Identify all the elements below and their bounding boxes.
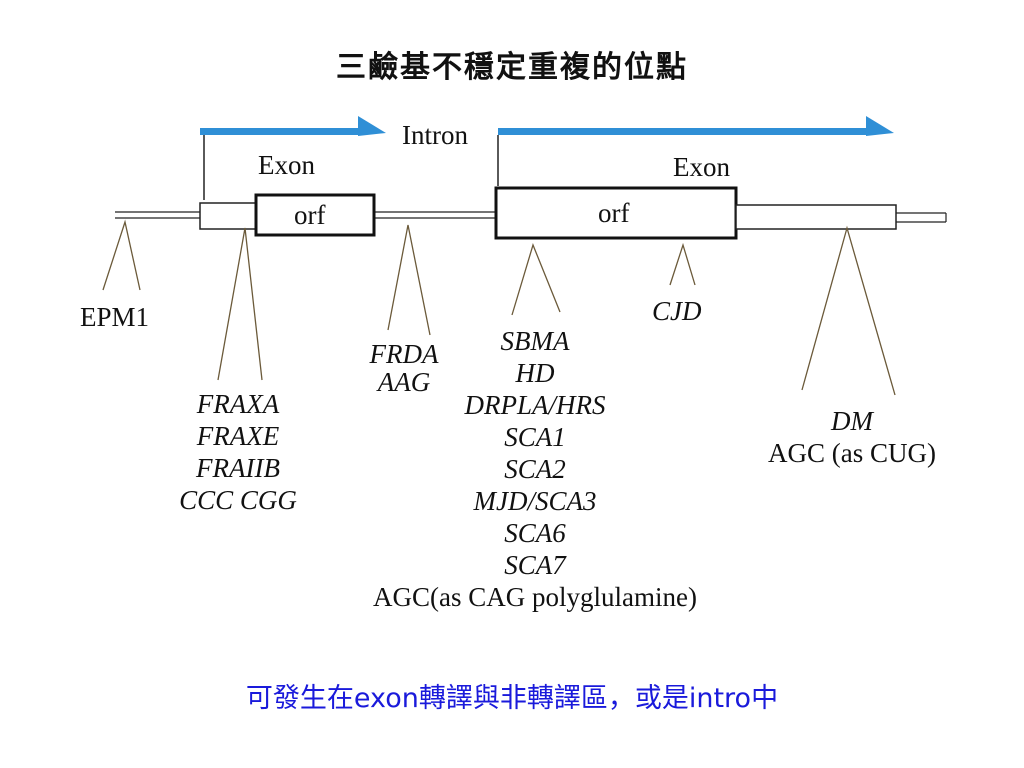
frax-item: FRAXE	[196, 421, 280, 451]
cag-item: SCA6	[504, 518, 566, 548]
intron-label: Intron	[402, 120, 468, 150]
dm-label: DM	[831, 406, 873, 436]
pointer-cjd	[669, 242, 696, 286]
cag-item: SCA1	[504, 422, 566, 452]
caption-text: 可發生在exon轉譯與非轉譯區，或是intro中	[245, 683, 779, 714]
cag-item: SBMA	[500, 326, 570, 356]
cag-footer: AGC(as CAG polyglulamine)	[373, 582, 697, 612]
frda-item: FRDA	[369, 339, 439, 369]
frax-item: FRAXA	[196, 389, 280, 419]
diagram-title: 三鹼基不穩定重複的位點	[336, 50, 688, 85]
cag-group: SBMA HD DRPLA/HRS SCA1 SCA2 MJD/SCA3 SCA…	[430, 325, 640, 581]
cag-item: SCA2	[504, 454, 566, 484]
dm-repeat: AGC (as CUG)	[768, 438, 936, 468]
frax-item: CCC CGG	[179, 485, 297, 515]
utr-3-box	[735, 204, 897, 230]
cag-item: MJD/SCA3	[473, 486, 597, 516]
pointer-epm1	[102, 219, 141, 291]
pointer-frda	[387, 224, 431, 336]
arrow-left-shaft	[200, 128, 360, 135]
pointer-lines	[102, 219, 896, 396]
exon-right-label: Exon	[673, 152, 730, 182]
arrow-right-head	[866, 116, 894, 136]
orf-left-label: orf	[294, 200, 326, 230]
cjd-label: CJD	[652, 296, 702, 326]
utr-5-box	[199, 202, 257, 230]
exon-left-label: Exon	[258, 150, 315, 180]
frax-group: FRAXA FRAXE FRAIIB CCC CGG	[158, 388, 318, 516]
orf-left-box	[254, 193, 376, 237]
pointer-frax	[217, 227, 263, 381]
pointer-dm	[801, 225, 896, 396]
cag-item: SCA7	[504, 550, 566, 580]
pointer-cag	[511, 243, 561, 316]
frda-group: FRDA AAG	[346, 340, 462, 396]
cag-item: DRPLA/HRS	[464, 390, 606, 420]
transcript-arrows	[200, 116, 894, 200]
dm-group: DM AGC (as CUG)	[742, 405, 962, 469]
cag-item: HD	[515, 358, 555, 388]
orf-right-label: orf	[598, 198, 630, 228]
gene-line	[115, 186, 947, 240]
epm1-label: EPM1	[80, 302, 150, 332]
arrow-left-head	[358, 116, 386, 136]
frda-item: AAG	[377, 367, 431, 397]
frax-item: FRAIIB	[196, 453, 280, 483]
arrow-right-shaft	[498, 128, 868, 135]
